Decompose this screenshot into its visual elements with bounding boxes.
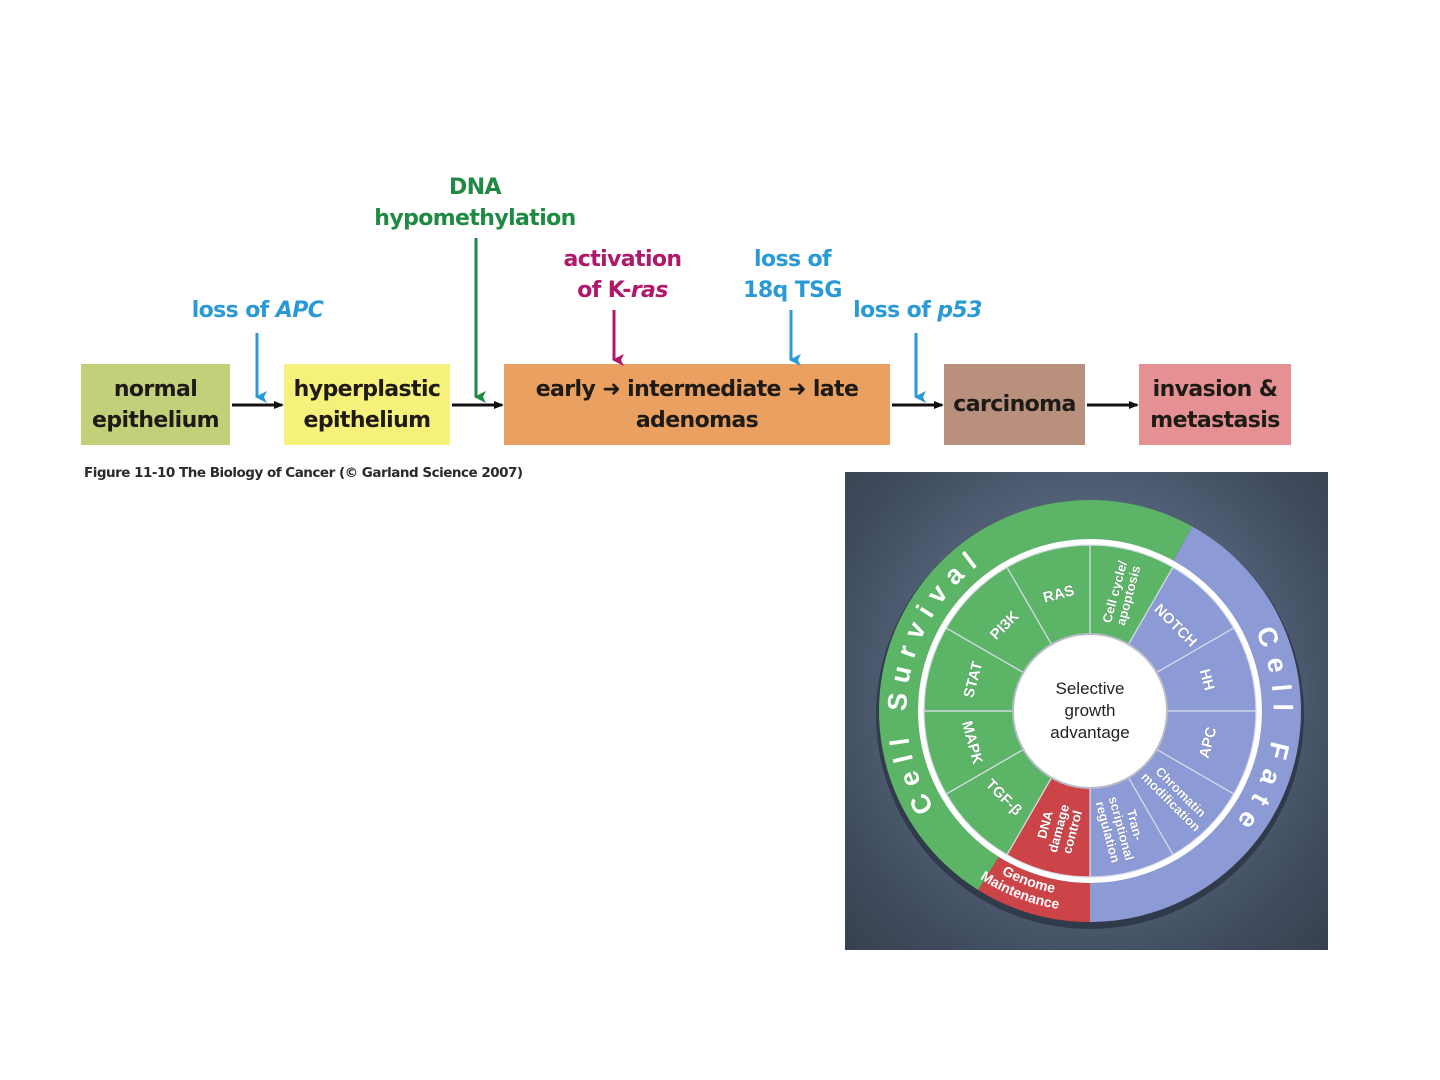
center-label-line: Selective [1056,679,1125,698]
event-text: loss of [754,247,832,272]
event-text: 18q TSG [743,278,842,303]
event-loss-of-apc: loss of APC [175,295,340,326]
center-circle [1012,633,1168,789]
stage-label-line: metastasis [1150,407,1280,433]
outer-ring-cell-fate [1090,526,1301,922]
stage-carcinoma: carcinoma [944,364,1085,445]
stage-label-line: epithelium [303,407,432,433]
stage-hyperplastic-epithelium: hyperplastic epithelium [284,364,450,445]
stage-label-line: normal [113,376,198,402]
event-activation-of-kras: activation of K-ras [540,244,705,306]
adenoma-late: late [812,376,859,402]
event-loss-of-p53: loss of p53 [840,295,995,326]
small-arrow-icon: ➜ [595,376,628,402]
event-text: loss of [191,298,276,323]
adenoma-early: early [535,376,596,402]
stage-adenomas: early ➜ intermediate ➜ late adenomas [504,364,890,445]
gene-name: ras [630,278,669,303]
center-label-line: advantage [1050,723,1129,742]
stage-label-line: hyperplastic [293,376,441,402]
event-text: of K- [577,278,631,303]
stage-invasion-metastasis: invasion & metastasis [1139,364,1291,445]
adenoma-intermediate: intermediate [627,376,781,402]
event-dna-hypomethylation: DNA hypomethylation [360,172,590,234]
figure-caption: Figure 11-10 The Biology of Cancer (© Ga… [84,465,523,481]
small-arrow-icon: ➜ [780,376,813,402]
segment-label: HH [1195,667,1218,693]
center-label-line: growth [1064,701,1115,720]
outer-ring-genome-maintenance [978,856,1090,922]
white-separator-ring [918,539,1262,883]
adenoma-progression: early ➜ intermediate ➜ late [536,374,859,405]
stage-normal-epithelium: normal epithelium [81,364,230,445]
stage-label-line: invasion & [1152,376,1278,402]
segment-label-line: HH [1196,667,1218,692]
gene-name: p53 [937,298,982,323]
adenoma-sub-label: adenomas [635,407,759,433]
event-loss-of-18q-tsg: loss of 18q TSG [725,244,860,306]
flow-arrows [232,238,1139,409]
event-text: DNA [449,175,502,200]
outer-ring-cell-survival [878,499,1193,890]
stage-label-line: carcinoma [953,392,1076,417]
stage-label-line: epithelium [92,407,220,433]
gene-name: APC [275,298,324,323]
event-text: hypomethylation [374,206,576,231]
event-text: activation [563,247,683,272]
event-text: loss of [853,298,938,323]
